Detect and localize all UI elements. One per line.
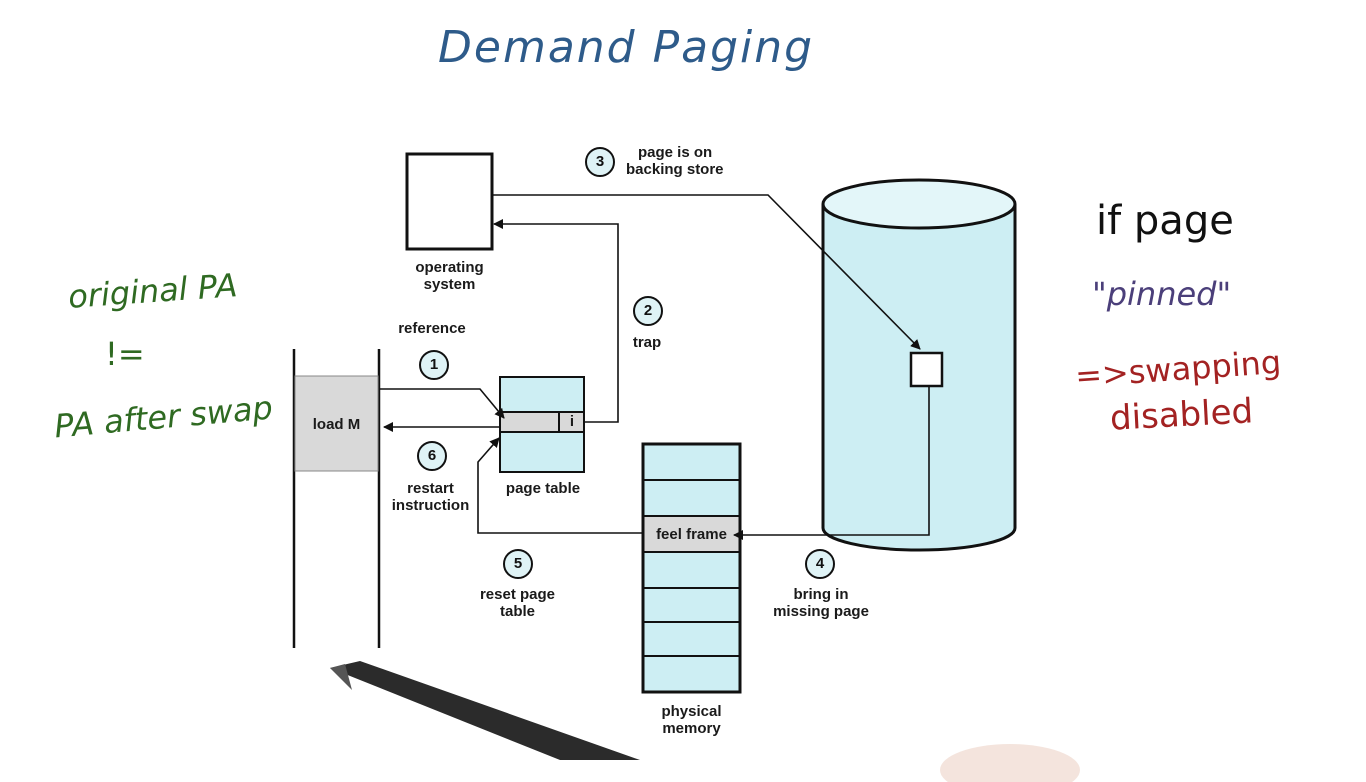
hand-graphic xyxy=(940,744,1080,782)
note-if-page: if page xyxy=(1096,198,1234,244)
arrow-reference xyxy=(379,388,505,419)
arrow-reset xyxy=(477,437,643,534)
arrow-bring-in xyxy=(733,386,930,540)
reference-label: reference xyxy=(398,320,466,337)
pen-graphic xyxy=(330,661,640,760)
step-4-marker: 4 xyxy=(805,549,835,579)
bring-in-label-line-1: bring in xyxy=(793,586,849,603)
backing-store-label-line-1: page is on xyxy=(638,144,713,161)
step-6-marker: 6 xyxy=(417,441,447,471)
note-pinned: "pinned" xyxy=(1092,275,1232,313)
load-m-box xyxy=(294,375,379,472)
restart-label-line-1: restart xyxy=(407,480,454,497)
bring-in-label-line-2: missing page xyxy=(773,603,869,620)
physical-memory-label-line-1: physical xyxy=(661,703,722,720)
free-frame-row xyxy=(643,516,740,552)
load-m-label: load M xyxy=(312,416,361,433)
os-label: operating system xyxy=(392,259,507,293)
backing-store-label-line-2: backing store xyxy=(626,161,724,178)
os-box xyxy=(405,152,494,251)
backing-store-page xyxy=(909,351,944,388)
slide-title: Demand Paging xyxy=(438,22,815,73)
physical-memory-label: physical memory xyxy=(635,703,748,737)
reset-label-line-1: reset page xyxy=(479,586,556,603)
note-disabled: disabled xyxy=(1109,391,1255,439)
restart-label: restart instruction xyxy=(378,480,483,514)
arrow-backing-store xyxy=(492,194,921,350)
bring-in-label: bring in missing page xyxy=(756,586,886,620)
page-table-label: page table xyxy=(505,480,581,497)
restart-label-line-2: instruction xyxy=(391,497,470,514)
backing-store-label: page is on backing store xyxy=(620,144,750,178)
step-2-marker: 2 xyxy=(633,296,663,326)
step-5-marker: 5 xyxy=(503,549,533,579)
physical-memory-stack xyxy=(641,442,742,694)
page-table-bit: i xyxy=(569,413,575,430)
reset-label-line-2: table xyxy=(499,603,535,620)
free-frame-label: feel frame xyxy=(656,526,727,543)
reset-label: reset page table xyxy=(460,586,575,620)
step-1-marker: 1 xyxy=(419,350,449,380)
arrow-trap xyxy=(493,219,619,423)
os-label-line-2: system xyxy=(423,276,476,293)
step-3-marker: 3 xyxy=(585,147,615,177)
physical-memory-label-line-2: memory xyxy=(662,720,721,737)
trap-label: trap xyxy=(632,334,662,351)
note-not-equal: != xyxy=(105,335,145,373)
os-label-line-1: operating xyxy=(415,259,484,276)
